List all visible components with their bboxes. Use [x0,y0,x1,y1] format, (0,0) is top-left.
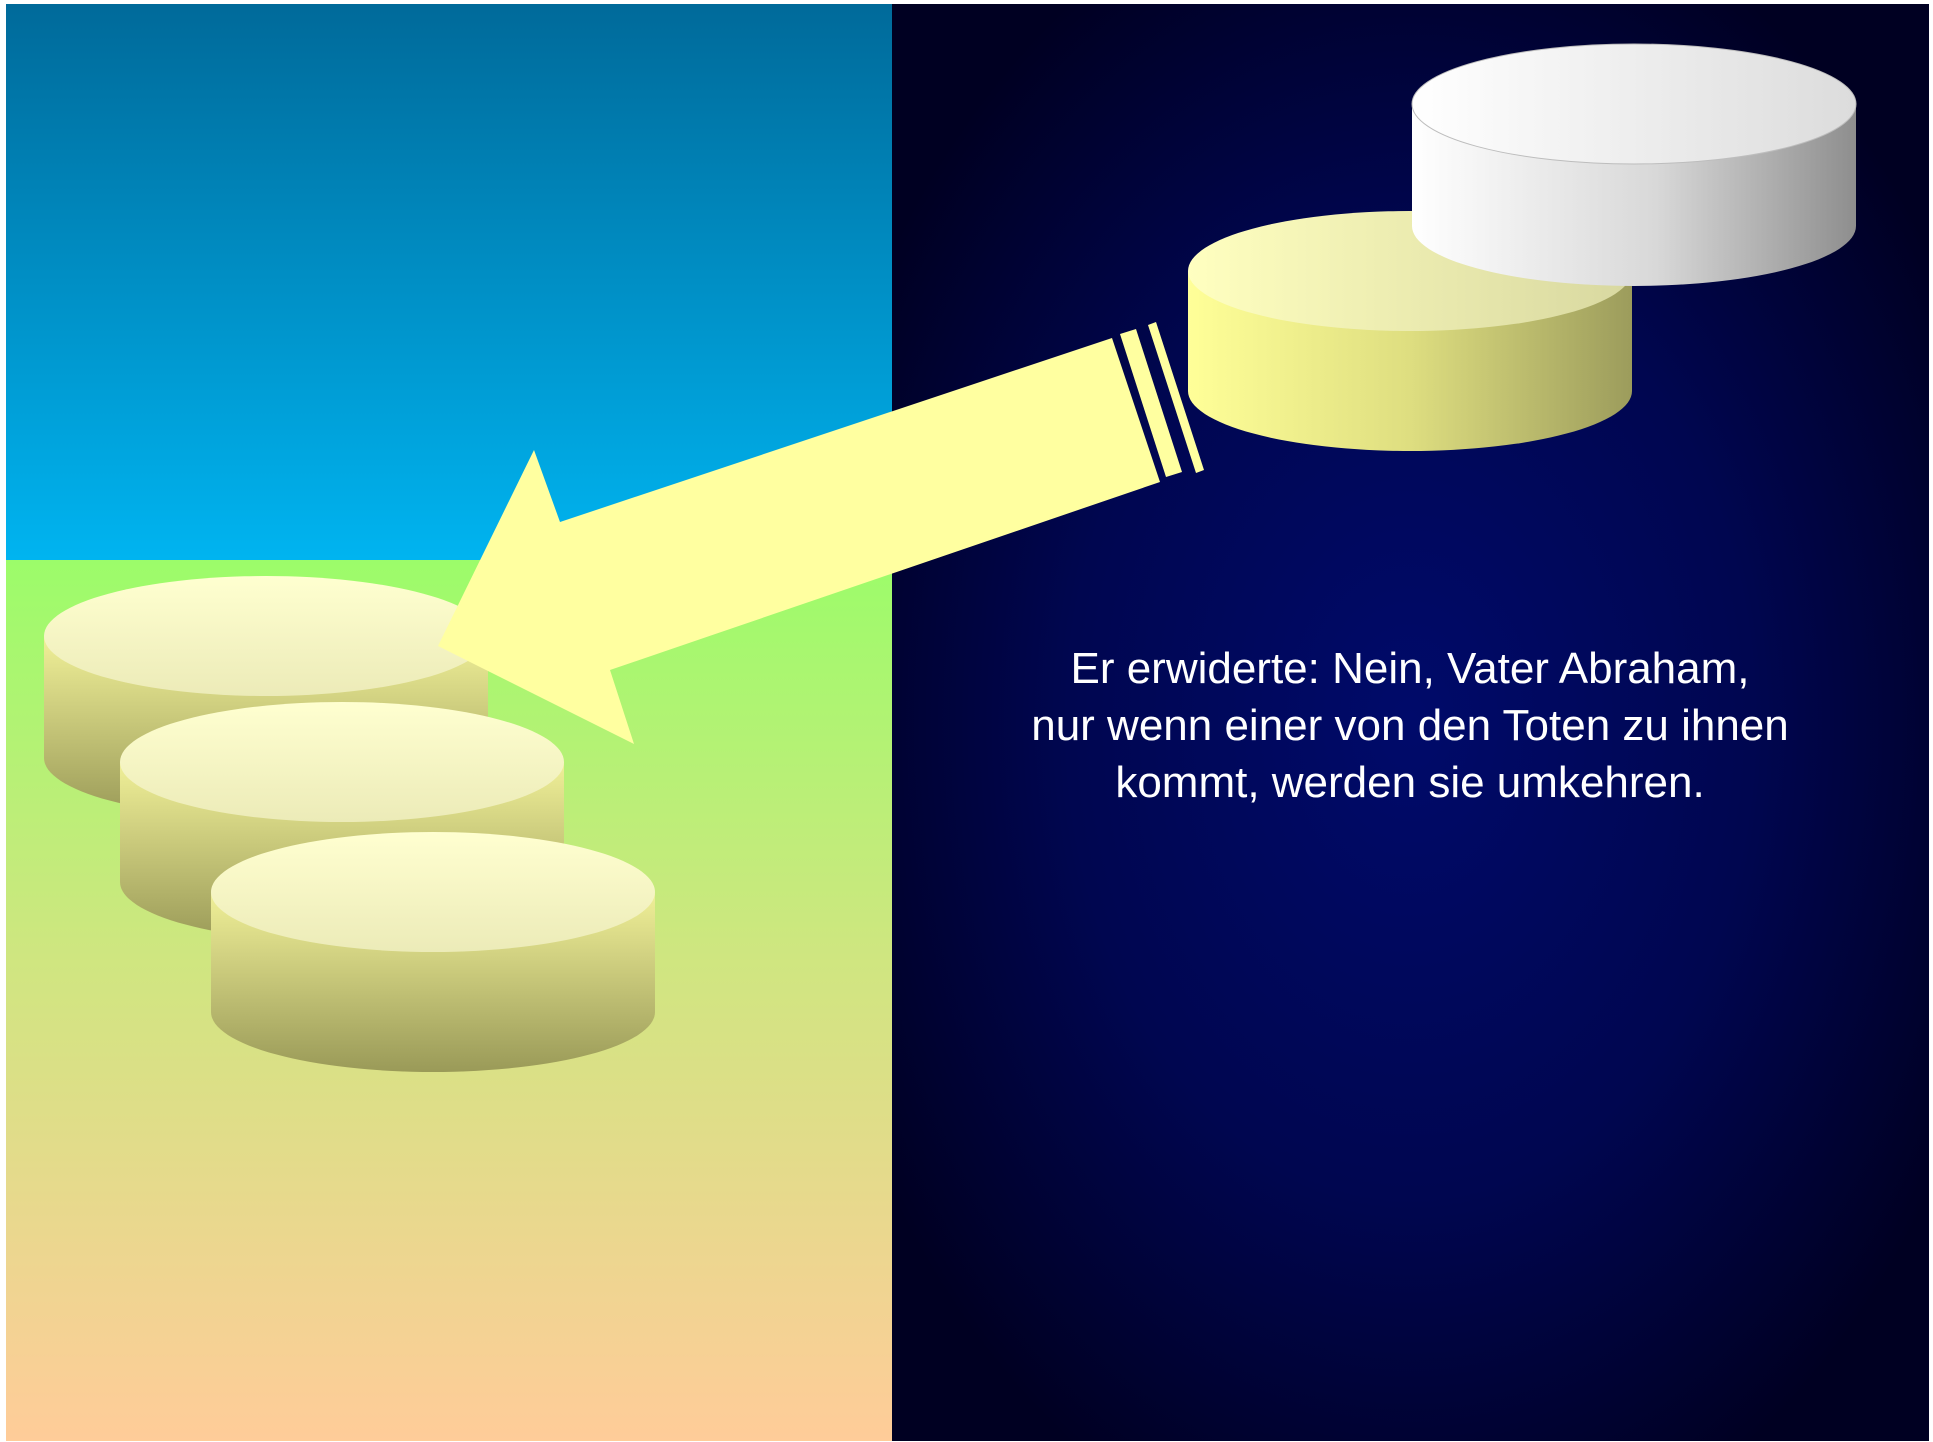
caption-line: Er erwiderte: Nein, Vater Abraham, [980,640,1840,697]
caption-text: Er erwiderte: Nein, Vater Abraham, nur w… [980,640,1840,811]
caption-line: kommt, werden sie umkehren. [980,754,1840,811]
left-disc-3 [211,832,655,1072]
right-white-disc [1412,44,1856,286]
caption-line: nur wenn einer von den Toten zu ihnen [980,697,1840,754]
